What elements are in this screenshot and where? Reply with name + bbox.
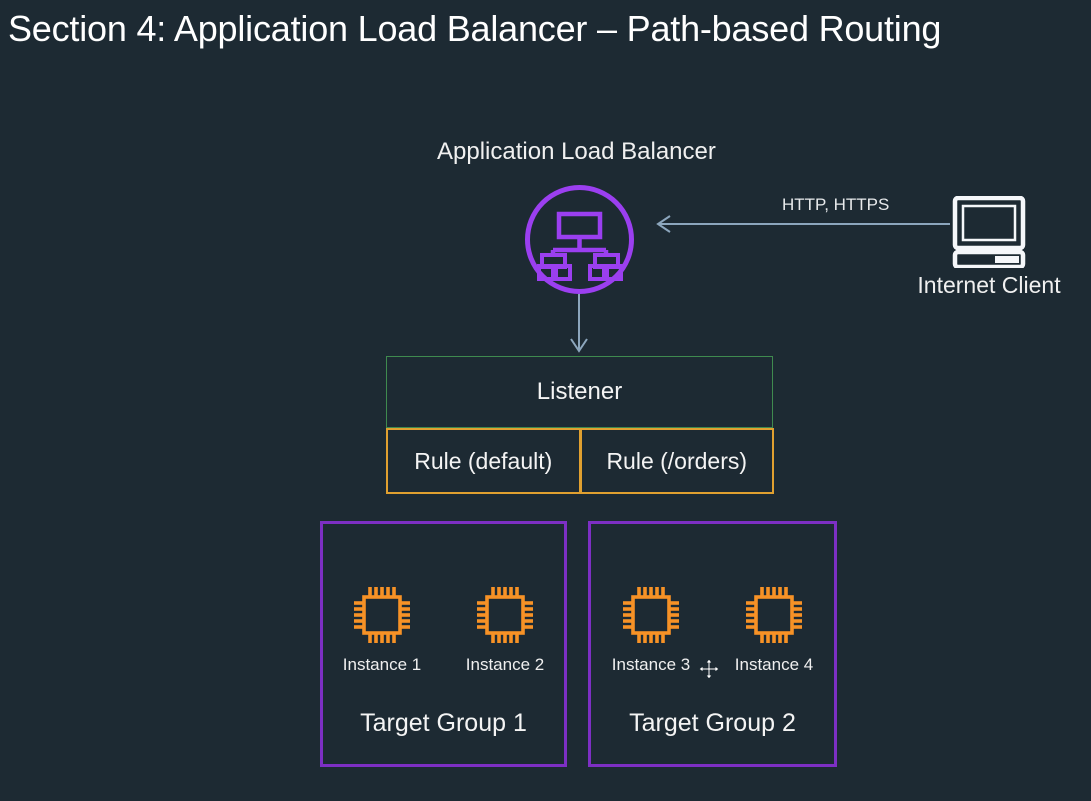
application-load-balancer-icon — [524, 184, 635, 295]
arrow-client-to-alb-icon — [650, 214, 950, 234]
listener-box[interactable]: Listener — [386, 356, 773, 428]
instance-2-label: Instance 2 — [465, 655, 545, 674]
target-group-1-title: Target Group 1 — [360, 709, 527, 737]
instance-2[interactable]: Instance 2 — [457, 582, 553, 675]
target-group-1[interactable]: Instance 1 — [320, 521, 567, 767]
arrow-alb-to-listener-icon — [563, 294, 595, 356]
rules-row: Rule (default) Rule (/orders) — [386, 428, 774, 494]
instance-3[interactable]: Instance 3 — [603, 582, 699, 675]
protocol-label: HTTP, HTTPS — [782, 195, 890, 214]
listener-label: Listener — [536, 378, 623, 405]
instance-3-label: Instance 3 — [611, 655, 691, 674]
target-group-2-instances: Instance 3 — [591, 582, 834, 675]
instance-1[interactable]: Instance 1 — [334, 582, 430, 675]
alb-caption-label: Application Load Balancer — [437, 138, 716, 165]
instance-4-label: Instance 4 — [734, 655, 814, 674]
rule-box-default[interactable]: Rule (default) — [386, 428, 581, 494]
rule-orders-label: Rule (/orders) — [606, 447, 748, 474]
internet-client-label: Internet Client — [917, 272, 1061, 298]
cpu-chip-icon — [474, 582, 536, 648]
cpu-chip-icon — [620, 582, 682, 648]
target-group-2-title: Target Group 2 — [629, 709, 796, 737]
cpu-chip-icon — [351, 582, 413, 648]
cpu-chip-icon — [743, 582, 805, 648]
rule-default-label: Rule (default) — [414, 447, 553, 474]
desktop-computer-icon — [952, 195, 1026, 270]
page-title: Section 4: Application Load Balancer – P… — [8, 8, 942, 49]
target-group-1-instances: Instance 1 — [323, 582, 564, 675]
instance-4[interactable]: Instance 4 — [726, 582, 822, 675]
instance-1-label: Instance 1 — [342, 655, 422, 674]
rule-box-orders[interactable]: Rule (/orders) — [579, 428, 774, 494]
target-group-2[interactable]: Instance 3 — [588, 521, 837, 767]
